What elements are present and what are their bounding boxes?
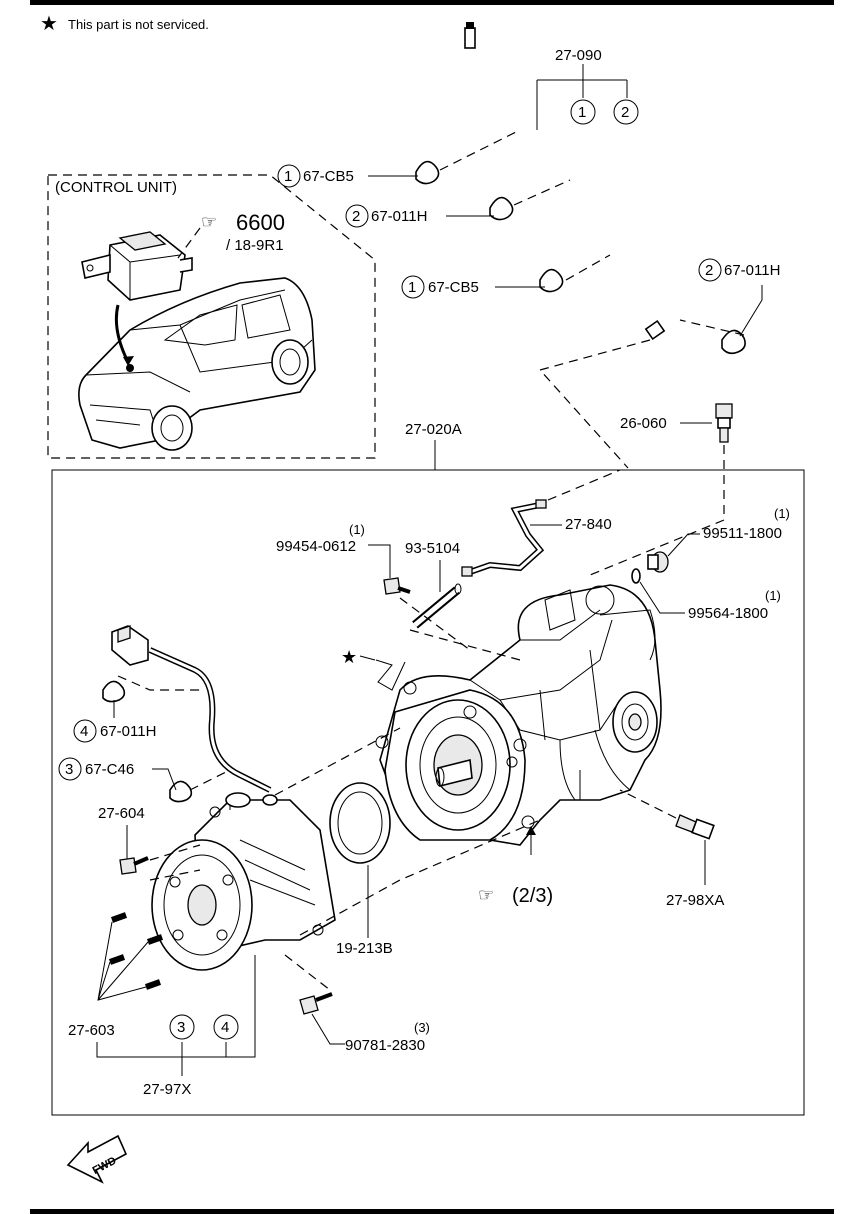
label-27-98xa: 27-98XA — [666, 892, 724, 909]
label-27-090: 27-090 — [555, 47, 602, 64]
star-icon: ★ — [40, 13, 58, 35]
fwd-arrow-icon: FWD — [66, 1134, 128, 1184]
label-67-cb5: 67-CB5 — [428, 279, 479, 296]
callout-2-text: 2 — [621, 104, 629, 121]
label-26-060: 26-060 — [620, 415, 667, 432]
qty-99564: (1) — [765, 588, 781, 603]
callout-2 — [613, 99, 639, 125]
callout-2-text: 2 — [705, 262, 713, 279]
callout-4 — [73, 719, 97, 743]
not-serviced-note: This part is not serviced. — [68, 17, 209, 32]
callout-4-text: 4 — [221, 1019, 229, 1036]
callout-1 — [277, 164, 301, 188]
breather-hose-unserviced — [375, 659, 406, 691]
callout-1-text: 1 — [284, 168, 292, 185]
label-99511-1800: 99511-1800 — [703, 525, 782, 542]
gasket-19-213b — [329, 782, 391, 864]
callout-2-text: 2 — [352, 208, 360, 225]
harness-clip — [102, 680, 193, 803]
label-93-5104: 93-5104 — [405, 540, 460, 557]
control-unit-module — [81, 231, 193, 301]
callout-4-text: 4 — [80, 723, 88, 740]
hand-pointer-icon: ☞ — [201, 212, 217, 232]
assembly-frame — [51, 469, 805, 1116]
sensor-27-98xa — [675, 814, 715, 840]
vent-pipe-27-840 — [461, 499, 547, 577]
qty-90781: (3) — [414, 1020, 430, 1035]
washer-99564 — [631, 568, 641, 584]
qty-99454: (1) — [349, 522, 365, 537]
bolt-99454 — [383, 577, 411, 595]
label-27-604: 27-604 — [98, 805, 145, 822]
leader-27-090 — [536, 64, 628, 130]
hose-clip — [415, 160, 746, 355]
control-unit-ref-sub: / 18-9R1 — [226, 237, 284, 254]
label-90781-2830: 90781-2830 — [345, 1037, 425, 1054]
callout-1-text: 1 — [408, 279, 416, 296]
callout-1-text: 1 — [578, 104, 586, 121]
hand-pointer-icon: ☞ — [478, 885, 494, 905]
vehicle-icon — [78, 277, 316, 451]
label-19-213b: 19-213B — [336, 940, 393, 957]
label-67-011h: 67-011H — [100, 723, 156, 740]
label-67-cb5: 67-CB5 — [303, 168, 354, 185]
callout-3-text: 3 — [65, 761, 73, 778]
label-99564-1800: 99564-1800 — [688, 605, 768, 622]
label-67-011h: 67-011H — [371, 208, 427, 225]
callout-2 — [345, 204, 369, 228]
label-67-011h: 67-011H — [724, 262, 780, 279]
bolt-90781 — [299, 992, 333, 1015]
actuator-27-97x — [151, 792, 336, 971]
bolt-27-604 — [119, 856, 149, 875]
label-99454-0612: 99454-0612 — [276, 538, 356, 555]
label-27-603: 27-603 — [68, 1022, 115, 1039]
transfer-case — [375, 584, 662, 846]
reference-2-3: (2/3) — [512, 885, 553, 907]
callout-1 — [570, 99, 596, 125]
label-27-840: 27-840 — [565, 516, 612, 533]
hose-93-5104 — [412, 583, 462, 629]
callout-3 — [169, 1014, 195, 1040]
label-67-c46: 67-C46 — [85, 761, 134, 778]
label-27-97x: 27-97X — [143, 1081, 191, 1098]
sensor-26-060 — [715, 403, 733, 443]
callout-3 — [58, 757, 82, 781]
star-icon: ★ — [341, 647, 357, 667]
label-27-020a: 27-020A — [405, 421, 462, 438]
breather-hose-27-090 — [464, 22, 697, 341]
callout-4 — [213, 1014, 239, 1040]
stud-27-603 — [108, 912, 164, 990]
actuator-harness — [111, 625, 272, 793]
callout-2 — [698, 258, 722, 282]
bottom-rule — [30, 1209, 834, 1214]
top-rule — [30, 0, 834, 5]
qty-99511: (1) — [774, 506, 790, 521]
callout-1 — [401, 275, 425, 299]
callout-3-text: 3 — [177, 1019, 185, 1036]
drain-plug-99511 — [647, 551, 669, 573]
control-unit-box — [47, 174, 376, 459]
control-unit-ref: 6600 — [236, 210, 285, 235]
control-unit-title: (CONTROL UNIT) — [55, 179, 177, 196]
leader-27-603 — [97, 921, 149, 1001]
